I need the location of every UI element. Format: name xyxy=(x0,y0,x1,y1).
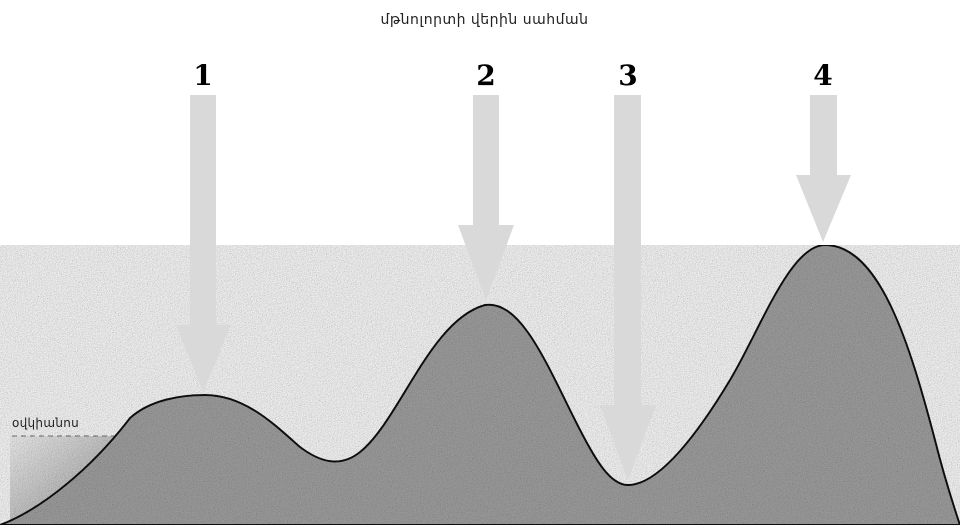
arrow-label-1: 1 xyxy=(193,59,212,92)
arrow-label-2: 2 xyxy=(476,59,495,92)
diagram-title: մթնոլորտի վերին սահման xyxy=(380,12,589,28)
arrow-label-3: 3 xyxy=(618,59,637,92)
arrow-2: 2 xyxy=(458,59,514,300)
arrow-1: 1 xyxy=(176,59,231,392)
terrain-mountains xyxy=(0,243,962,526)
arrow-3: 3 xyxy=(600,59,656,480)
arrow-4: 4 xyxy=(796,59,851,242)
arrow-label-4: 4 xyxy=(813,59,832,92)
ocean-label: օվկիանոս xyxy=(12,416,80,430)
